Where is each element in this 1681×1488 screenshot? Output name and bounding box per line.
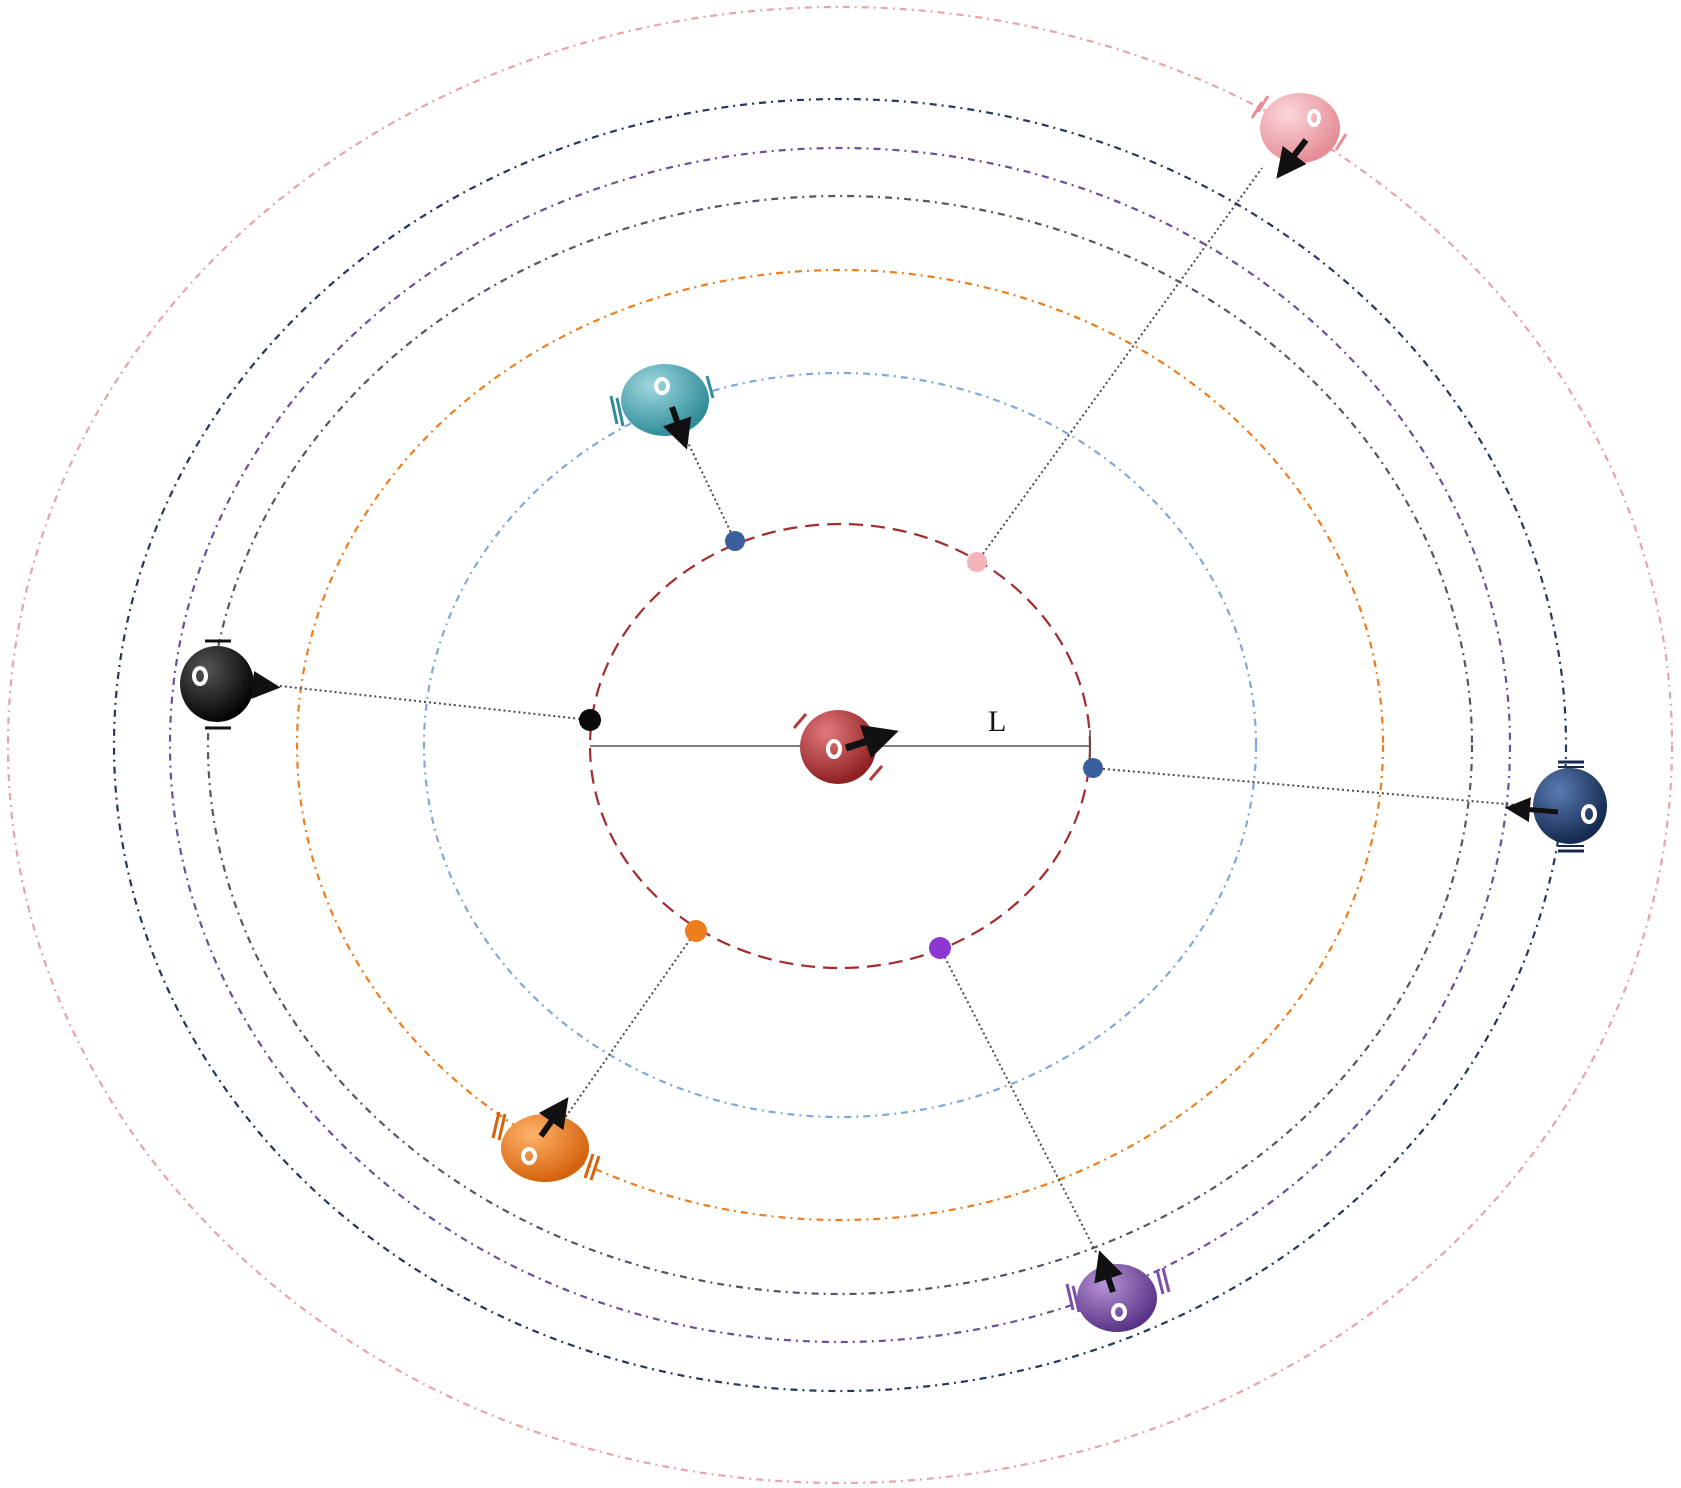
robot-icon xyxy=(1533,760,1607,853)
pink-robot xyxy=(1250,93,1348,179)
heading-arrow-icon xyxy=(538,1097,569,1138)
target-point-icon xyxy=(1083,758,1103,778)
target-point-icon xyxy=(967,552,987,572)
orange-link xyxy=(559,930,697,1126)
navy-robot xyxy=(1505,760,1607,853)
heading-arrow-icon xyxy=(1276,138,1309,179)
orbit-purple xyxy=(168,146,1512,1344)
orange-robot xyxy=(491,1097,601,1182)
navy-link xyxy=(1092,767,1529,807)
heading-arrow-icon xyxy=(662,406,692,450)
teal-link xyxy=(680,427,736,542)
target-point-icon xyxy=(929,937,951,959)
black-robot xyxy=(180,639,281,730)
robot-icon xyxy=(180,639,254,730)
robot-icon xyxy=(1250,93,1348,163)
pink-link xyxy=(976,167,1263,563)
teal-robot xyxy=(609,364,715,450)
heading-arrow-icon xyxy=(241,671,281,699)
heading-arrow-icon xyxy=(1505,797,1559,823)
orbit-light-blue xyxy=(422,371,1258,1119)
heading-arrow-icon xyxy=(1094,1250,1123,1293)
orbit-orange xyxy=(295,268,1385,1222)
orbit-outer-pink xyxy=(6,5,1674,1485)
radius-label: L xyxy=(988,705,1006,738)
purple-robot xyxy=(1065,1250,1171,1332)
robot-icon xyxy=(792,710,884,784)
target-point-icon xyxy=(725,531,745,551)
orbit-gray xyxy=(206,194,1474,1296)
robot-icon xyxy=(491,1111,601,1182)
leader-robot xyxy=(792,710,899,784)
purple-link xyxy=(939,947,1098,1255)
target-point-icon xyxy=(579,709,601,731)
robot-icon xyxy=(1065,1264,1171,1332)
orbit-navy xyxy=(112,97,1568,1393)
target-point-icon xyxy=(685,920,707,942)
black-link xyxy=(261,683,591,721)
heading-arrow-icon xyxy=(844,725,899,759)
